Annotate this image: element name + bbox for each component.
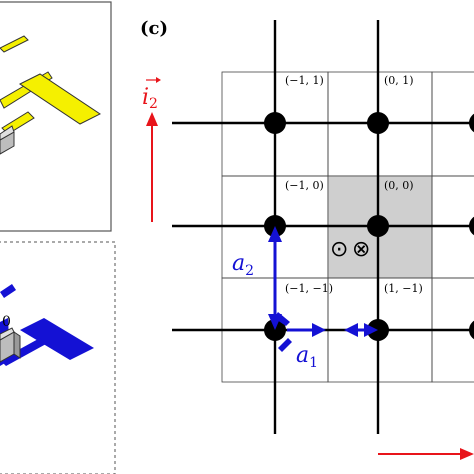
a-origin-tip-lower: [278, 338, 292, 352]
axis-i2: i2: [142, 77, 161, 222]
node: [367, 215, 389, 237]
a-origin-tip: [274, 312, 290, 326]
lattice-vectors: a2 a1: [232, 226, 378, 371]
i2-label: i2: [142, 85, 158, 112]
cell-label: (−1, −1): [285, 282, 333, 295]
left-bottom-value: 0: [2, 314, 11, 330]
node: [469, 216, 474, 236]
node: [367, 112, 389, 134]
a1-label: a1: [296, 343, 318, 371]
a2-label: a2: [232, 251, 254, 279]
left-top-panel: [0, 1, 112, 232]
cell-label: (1, −1): [384, 282, 423, 295]
blue-structure: [0, 284, 94, 366]
left-bottom-panel: 0: [0, 241, 116, 474]
cell-label: (−1, 1): [285, 74, 324, 87]
a1-arrowhead-right: [312, 323, 326, 337]
node: [469, 113, 474, 133]
cell-label: (−1, 0): [285, 179, 324, 192]
i1-arrowhead: [460, 448, 474, 460]
panel-label: (c): [140, 18, 168, 39]
yellow-structure: [0, 35, 101, 155]
axis-i1: [378, 448, 474, 460]
cell-labels: (−1, 1) (0, 1) (−1, 0) (0, 0) (−1, −1) (…: [285, 74, 423, 295]
cross-symbol: ⊗: [352, 237, 370, 262]
cell-label: (0, 0): [384, 179, 414, 192]
a1-arrowhead-end: [364, 323, 378, 337]
node: [264, 112, 286, 134]
node: [469, 320, 474, 340]
i2-vector-tip: [156, 77, 161, 83]
a2-arrowhead-top: [268, 226, 282, 242]
cell-label: (0, 1): [384, 74, 414, 87]
dot-symbol: ⊙: [330, 237, 348, 262]
a1-arrowhead-left: [344, 323, 358, 337]
i2-arrowhead: [146, 112, 158, 126]
